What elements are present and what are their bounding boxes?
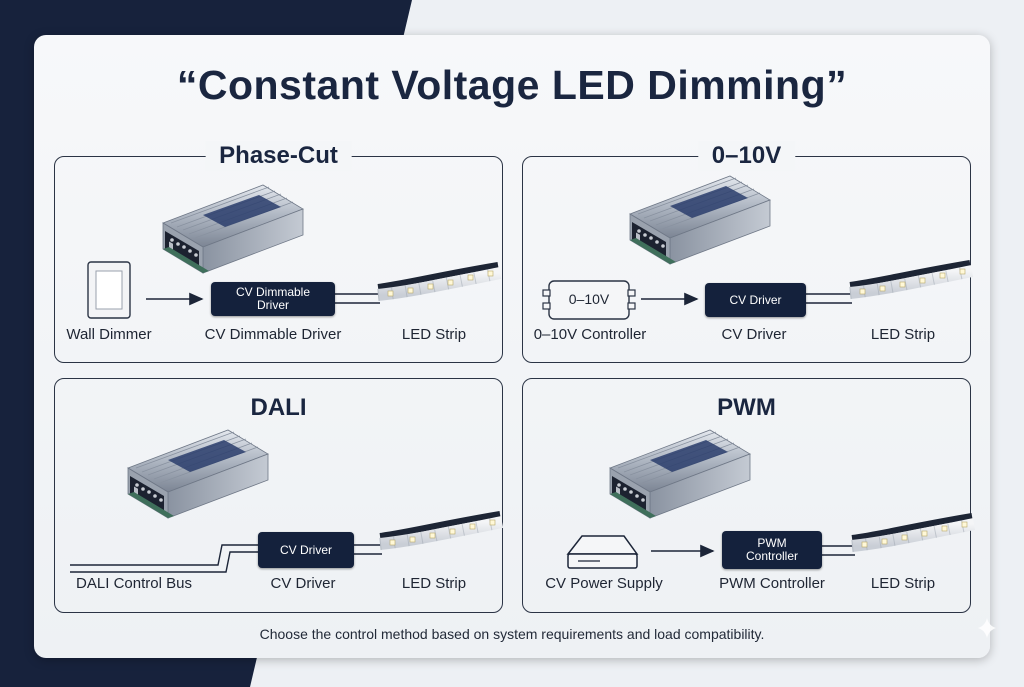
page-title: “Constant Voltage LED Dimming” (176, 62, 848, 108)
controller-box-label: 0–10V (568, 291, 610, 307)
label-pwm-controller: PWM Controller (719, 575, 825, 592)
pwm-controller-box: PWM Controller (722, 531, 822, 569)
panel-0-10v: 0–10V (522, 141, 971, 363)
footer-note: Choose the control method based on syste… (259, 626, 765, 642)
panel-title-pwm: PWM (717, 394, 776, 421)
label-led-strip: LED Strip (870, 575, 936, 592)
label-0-10v-controller: 0–10V Controller (533, 326, 647, 343)
wall-dimmer-icon (87, 261, 131, 319)
label-wall-dimmer: Wall Dimmer (66, 326, 152, 343)
controller-box-icon (542, 280, 636, 320)
panel-pwm: PWM (522, 378, 971, 613)
label-led-strip: LED Strip (870, 326, 936, 343)
panel-dali: DALI (54, 378, 503, 613)
panel-phase-cut: Phase-Cut (54, 141, 503, 363)
dali-bus-icon (70, 544, 258, 573)
label-led-strip: LED Strip (401, 326, 467, 343)
infographic-card (34, 35, 990, 658)
cv-driver-box: CV Driver (258, 532, 354, 568)
label-cv-power-supply: CV Power Supply (545, 575, 663, 592)
panel-title-0-10v: 0–10V (697, 141, 796, 171)
label-dali-control-bus: DALI Control Bus (76, 575, 192, 592)
label-cv-dimmable-driver: CV Dimmable Driver (204, 326, 342, 343)
panel-title-dali: DALI (250, 394, 307, 421)
cv-dimmable-driver-box: CV Dimmable Driver (211, 282, 335, 316)
cv-driver-box: CV Driver (705, 283, 806, 317)
label-cv-driver: CV Driver (721, 326, 787, 343)
power-supply-icon (566, 535, 639, 569)
label-cv-driver: CV Driver (270, 575, 336, 592)
panel-title-phase-cut: Phase-Cut (205, 141, 352, 171)
label-led-strip: LED Strip (401, 575, 467, 592)
